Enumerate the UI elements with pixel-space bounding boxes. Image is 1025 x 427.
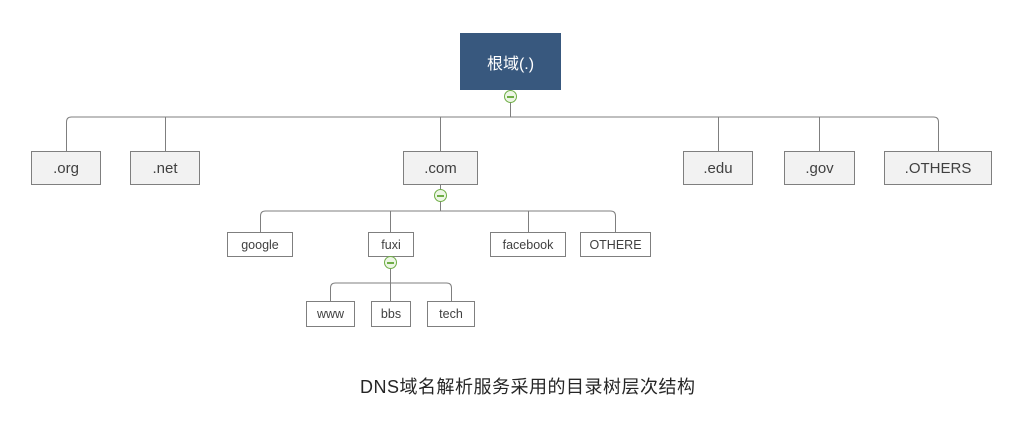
node-org[interactable]: .org: [31, 151, 101, 185]
node-facebook[interactable]: facebook: [490, 232, 566, 257]
connector-com-rail: [260, 210, 616, 232]
node-google[interactable]: google: [227, 232, 293, 257]
node-root-domain[interactable]: 根域(.): [460, 33, 561, 90]
node-others[interactable]: .OTHERS: [884, 151, 992, 185]
node-fuxi[interactable]: fuxi: [368, 232, 414, 257]
node-bbs[interactable]: bbs: [371, 301, 411, 327]
minus-dash: [507, 95, 514, 98]
node-othere[interactable]: OTHERE: [580, 232, 651, 257]
connector-tld-rail: [66, 116, 939, 151]
minus-dash: [387, 261, 394, 264]
node-tech[interactable]: tech: [427, 301, 475, 327]
node-edu[interactable]: .edu: [683, 151, 753, 185]
collapse-minus-icon-fuxi[interactable]: [384, 256, 397, 269]
node-gov[interactable]: .gov: [784, 151, 855, 185]
collapse-minus-icon-com[interactable]: [434, 189, 447, 202]
node-net[interactable]: .net: [130, 151, 200, 185]
node-www[interactable]: www: [306, 301, 355, 327]
minus-dash: [437, 194, 444, 197]
collapse-minus-icon-root[interactable]: [504, 90, 517, 103]
diagram-caption: DNS域名解析服务采用的目录树层次结构: [360, 377, 696, 397]
node-com[interactable]: .com: [403, 151, 478, 185]
